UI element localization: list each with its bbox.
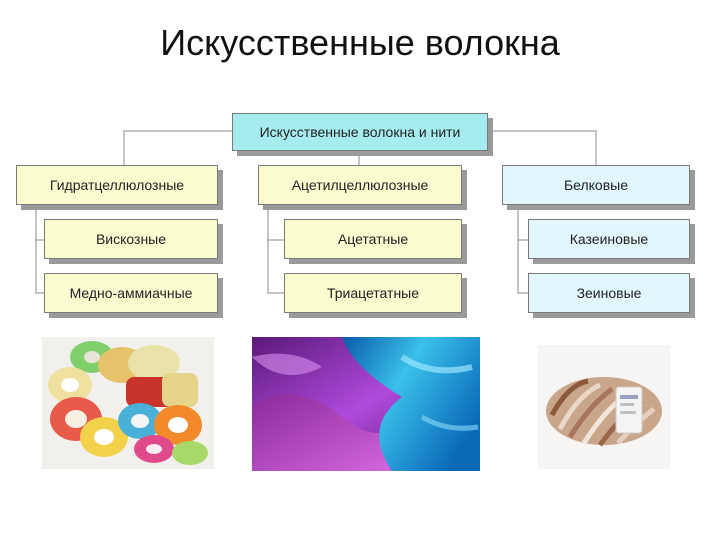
group-node-acetylcellulose: Ацетилцеллюлозные <box>258 165 462 205</box>
slide-title: Искусственные волокна <box>160 22 560 63</box>
leaf-node-label: Зеиновые <box>576 285 642 301</box>
group-node-protein: Белковые <box>502 165 690 205</box>
group-node-label: Гидратцеллюлозные <box>49 177 185 193</box>
group-node-label: Белковые <box>563 177 629 193</box>
leaf-node-label: Медно-аммиачные <box>69 285 193 301</box>
yarn-skein-photo <box>538 345 670 469</box>
leaf-node-zein: Зеиновые <box>528 273 690 313</box>
leaf-node-label: Вискозные <box>95 231 167 247</box>
leaf-node-acetate: Ацетатные <box>284 219 462 259</box>
ribbons-photo <box>42 337 214 469</box>
root-node-label: Искусственные волокна и нити <box>259 124 461 140</box>
leaf-node-copper-ammonium: Медно-аммиачные <box>44 273 218 313</box>
leaf-node-viscose: Вискозные <box>44 219 218 259</box>
satin-fabric-photo <box>252 337 480 471</box>
group-node-label: Ацетилцеллюлозные <box>291 177 429 193</box>
root-node: Искусственные волокна и нити <box>232 113 488 151</box>
leaf-node-label: Триацетатные <box>326 285 420 301</box>
leaf-node-triacetate: Триацетатные <box>284 273 462 313</box>
leaf-node-label: Ацетатные <box>337 231 409 247</box>
group-node-hydrocellulose: Гидратцеллюлозные <box>16 165 218 205</box>
fiber-classification-diagram: Искусственные волокна и нити Гидратцеллю… <box>16 113 690 313</box>
leaf-node-label: Казеиновые <box>569 231 649 247</box>
connector-lines <box>35 130 597 294</box>
leaf-node-casein: Казеиновые <box>528 219 690 259</box>
